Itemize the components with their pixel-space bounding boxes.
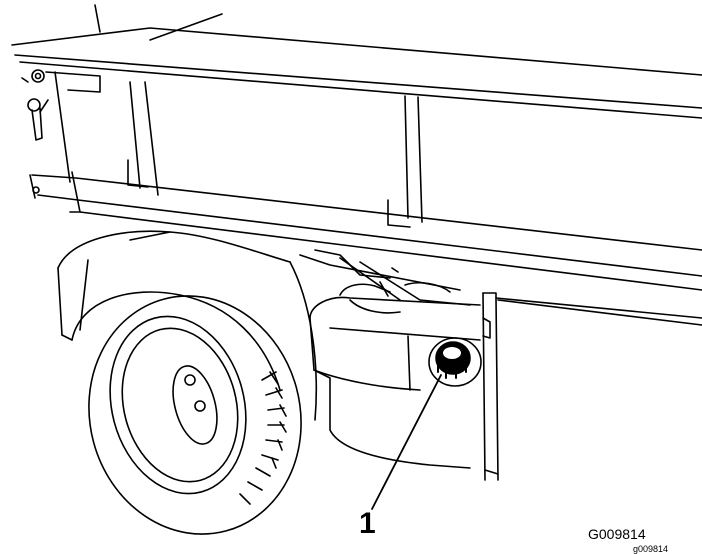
wheel: [88, 295, 302, 535]
figure-code: G009814: [588, 526, 646, 542]
figure-code-small: g009814: [633, 544, 669, 554]
callout-leader-line: [371, 374, 442, 510]
cargo-bed-frame: [11, 4, 702, 291]
fuel-tank: [299, 249, 482, 469]
side-panel: [482, 292, 702, 481]
callout-label-1: 1: [359, 507, 376, 540]
